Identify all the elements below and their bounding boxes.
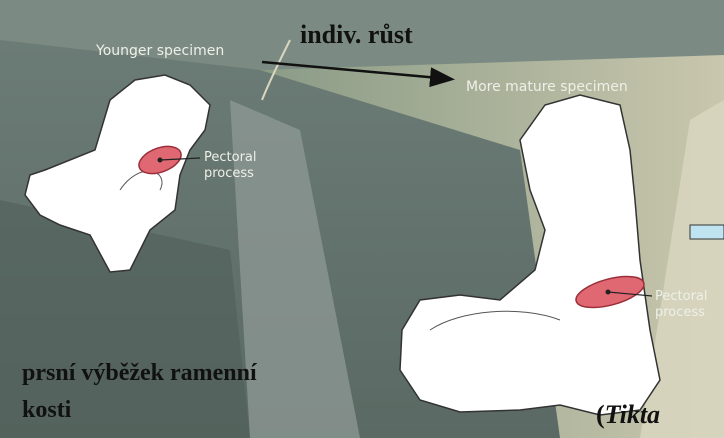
pointer-box bbox=[690, 225, 724, 239]
taxon-label: (Tikta bbox=[596, 400, 660, 430]
pectoral-process-label-mature: Pectoral process bbox=[655, 289, 708, 321]
caption-line-1: prsní výběžek ramenní bbox=[22, 360, 257, 387]
growth-title: indiv. růst bbox=[300, 20, 413, 50]
taxon-name: Tikta bbox=[605, 400, 660, 429]
younger-specimen-label: Younger specimen bbox=[96, 43, 224, 59]
caption-line-2: kosti bbox=[22, 397, 71, 424]
younger-pointer-dot bbox=[158, 158, 163, 163]
mature-specimen-label: More mature specimen bbox=[466, 79, 628, 95]
pectoral-process-label-young: Pectoral process bbox=[204, 150, 257, 182]
mature-pointer-dot bbox=[606, 290, 611, 295]
taxon-paren: ( bbox=[596, 400, 605, 429]
